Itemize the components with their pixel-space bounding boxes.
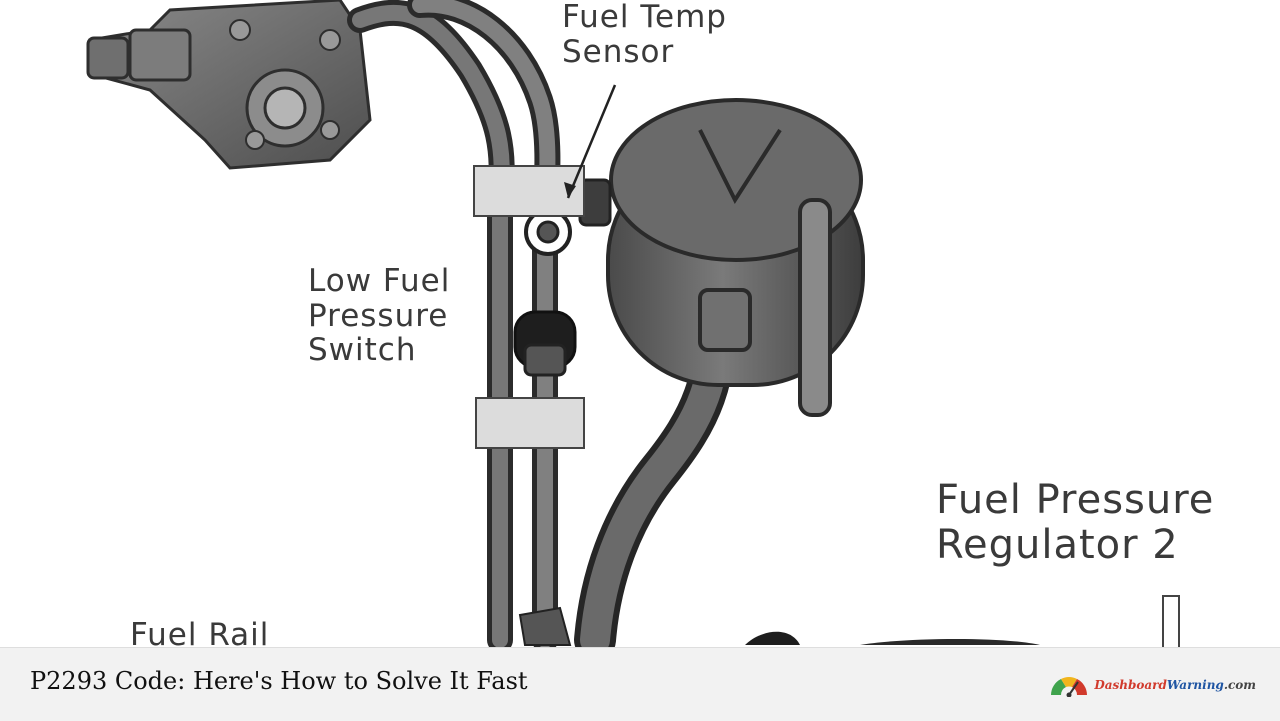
caption-bar: P2293 Code: Here's How to Solve It Fast … <box>0 647 1280 721</box>
line-clamp-upper <box>473 165 585 217</box>
brand-name: DashboardWarning.com <box>1094 678 1256 692</box>
low-fuel-pressure-switch-label-line: Pressure <box>308 297 449 334</box>
brand-name-part: .com <box>1223 678 1256 692</box>
fuel-pump-assembly <box>86 0 372 170</box>
low-fuel-pressure-switch-label-line: Switch <box>308 332 417 369</box>
temp-sensor-pointer <box>564 84 617 199</box>
fuel-temp-sensor-label-line: Sensor <box>562 33 675 70</box>
brand-name-part: Warning <box>1166 678 1224 692</box>
fuel-pressure-regulator-fitting <box>518 595 1180 652</box>
fuel-filter <box>606 98 865 417</box>
fuel-pressure-regulator-label: Fuel Pressure Regulator 2 <box>936 478 1214 568</box>
fuel-temp-sensor <box>524 178 612 256</box>
low-fuel-pressure-switch-label: Low Fuel Pressure Switch <box>308 264 450 368</box>
fuel-pressure-regulator-label-line: Fuel Pressure <box>936 477 1215 523</box>
fuel-temp-sensor-label: Fuel Temp Sensor <box>562 0 727 69</box>
gauge-logo-icon <box>1051 677 1088 697</box>
brand-link[interactable]: DashboardWarning.com <box>1048 673 1256 697</box>
fuel-temp-sensor-label-line: Fuel Temp <box>562 0 727 35</box>
fuel-rail-label: Fuel Rail <box>130 617 270 653</box>
line-clamp-lower <box>475 397 585 449</box>
page-title: P2293 Code: Here's How to Solve It Fast <box>30 667 528 695</box>
low-fuel-pressure-switch <box>513 310 577 377</box>
fuel-pressure-regulator-label-line: Regulator 2 <box>936 521 1179 568</box>
brand-name-part: Dashboard <box>1094 678 1167 692</box>
low-fuel-pressure-switch-label-line: Low Fuel <box>308 263 451 299</box>
